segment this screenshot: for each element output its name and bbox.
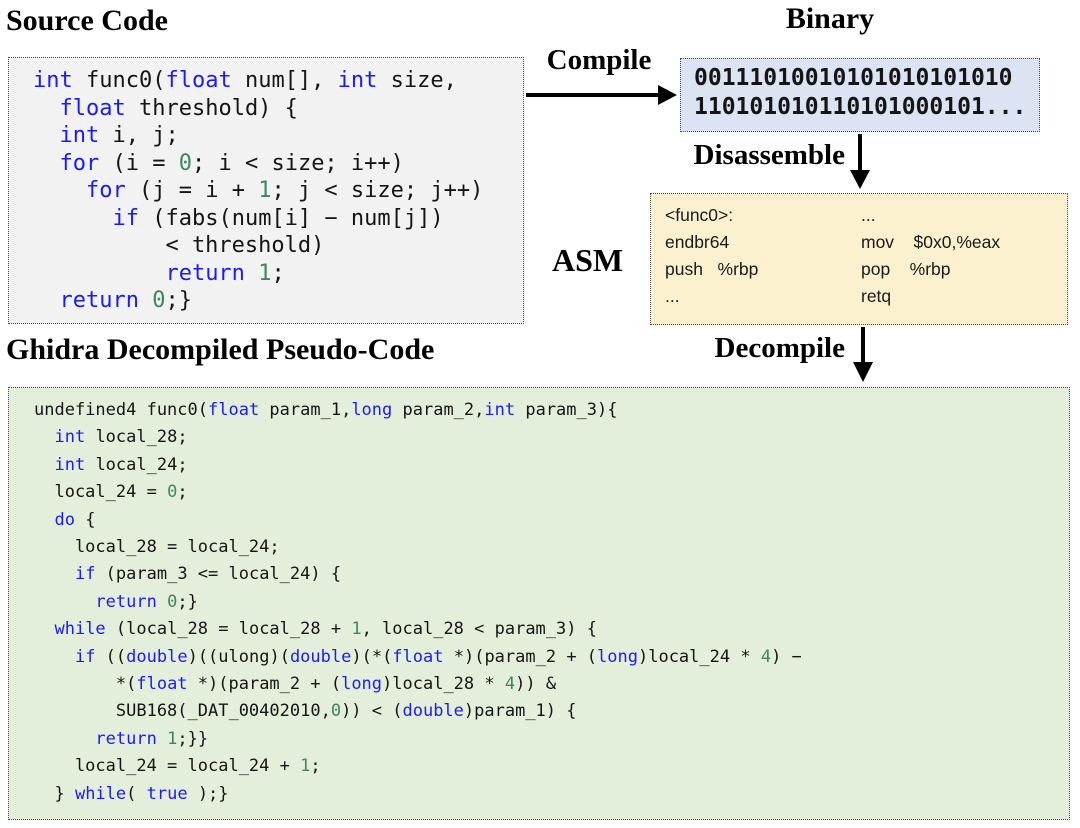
source-code-heading: Source Code — [6, 4, 168, 37]
decompile-arrow-head-icon — [853, 362, 873, 382]
source-code-listing: int func0(float num[], int size, float t… — [33, 68, 484, 313]
disassemble-label: Disassemble — [693, 139, 845, 171]
binary-heading: Binary — [785, 2, 875, 35]
ghidra-pseudocode-box: undefined4 func0(float param_1,long para… — [8, 387, 1070, 820]
compile-label: Compile — [546, 44, 652, 76]
ghidra-pseudocode-heading: Ghidra Decompiled Pseudo-Code — [6, 333, 435, 366]
disassemble-arrow-head-icon — [850, 170, 870, 189]
compile-arrow-line — [526, 93, 660, 97]
ghidra-pseudocode-listing: undefined4 func0(float param_1,long para… — [34, 400, 802, 804]
asm-label: ASM — [552, 242, 624, 278]
source-code-box: int func0(float num[], int size, float t… — [8, 57, 524, 324]
compile-arrow-head-icon — [658, 85, 677, 105]
disassemble-arrow-line — [858, 134, 862, 172]
decompile-arrow-line — [861, 327, 865, 364]
decompile-label: Decompile — [714, 332, 845, 364]
